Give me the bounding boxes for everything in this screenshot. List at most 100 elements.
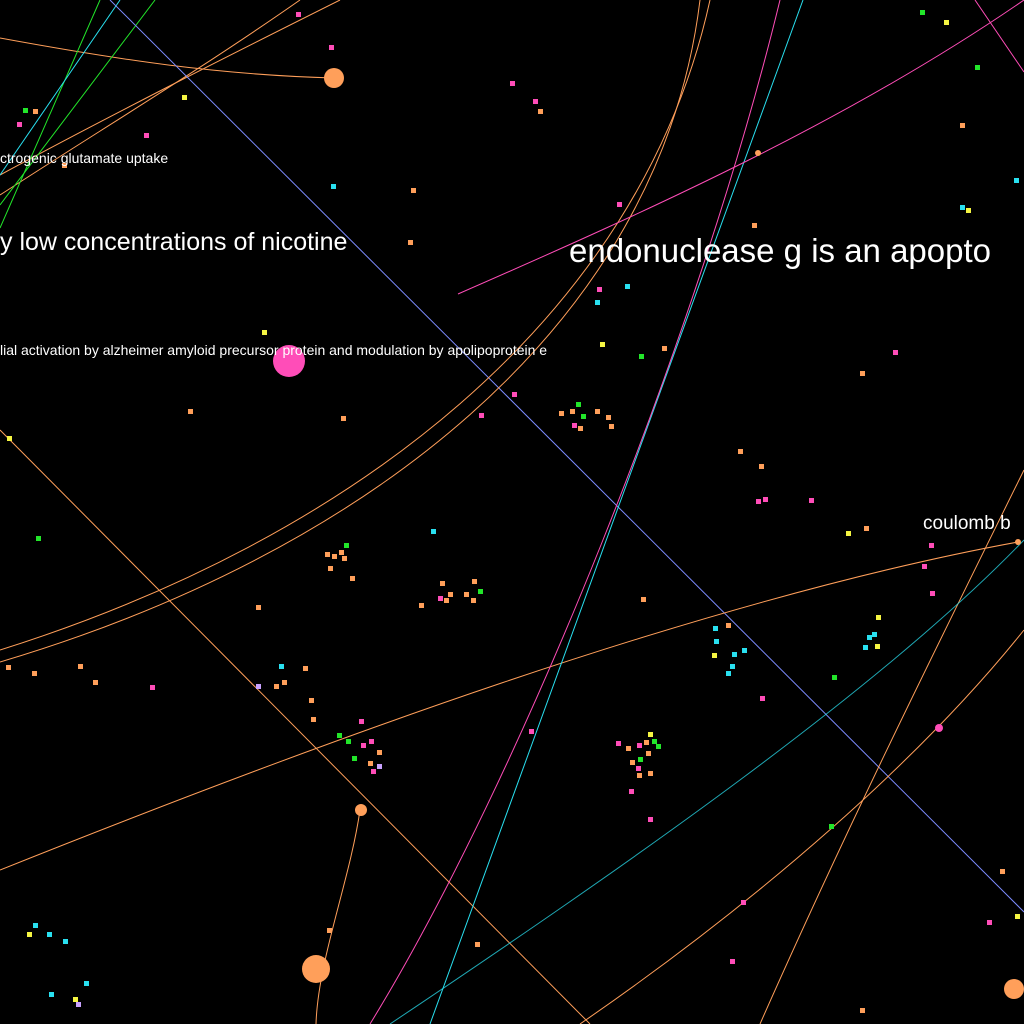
graph-node[interactable]	[860, 371, 865, 376]
graph-node[interactable]	[606, 415, 611, 420]
graph-node[interactable]	[714, 639, 719, 644]
graph-node[interactable]	[93, 680, 98, 685]
graph-node[interactable]	[73, 997, 78, 1002]
graph-node[interactable]	[368, 761, 373, 766]
graph-node[interactable]	[929, 543, 934, 548]
graph-node[interactable]	[966, 208, 971, 213]
graph-node[interactable]	[344, 543, 349, 548]
graph-node[interactable]	[726, 623, 731, 628]
graph-node-large[interactable]	[273, 345, 305, 377]
graph-node[interactable]	[752, 223, 757, 228]
graph-node[interactable]	[630, 760, 635, 765]
graph-node[interactable]	[738, 449, 743, 454]
graph-node[interactable]	[713, 626, 718, 631]
graph-node[interactable]	[84, 981, 89, 986]
graph-node[interactable]	[36, 536, 41, 541]
graph-node[interactable]	[617, 202, 622, 207]
graph-node[interactable]	[648, 732, 653, 737]
graph-node[interactable]	[893, 350, 898, 355]
graph-node[interactable]	[570, 409, 575, 414]
graph-node[interactable]	[47, 932, 52, 937]
graph-node[interactable]	[328, 566, 333, 571]
graph-node[interactable]	[32, 671, 37, 676]
graph-node[interactable]	[339, 550, 344, 555]
graph-node[interactable]	[33, 923, 38, 928]
graph-node[interactable]	[646, 751, 651, 756]
graph-node[interactable]	[597, 287, 602, 292]
graph-node[interactable]	[1015, 914, 1020, 919]
graph-node-large[interactable]	[302, 955, 330, 983]
graph-node[interactable]	[809, 498, 814, 503]
graph-node-medium[interactable]	[355, 804, 367, 816]
graph-node[interactable]	[763, 497, 768, 502]
graph-node[interactable]	[144, 133, 149, 138]
graph-node-large[interactable]	[324, 68, 344, 88]
graph-node[interactable]	[472, 579, 477, 584]
graph-node[interactable]	[341, 416, 346, 421]
graph-node[interactable]	[309, 698, 314, 703]
graph-node[interactable]	[325, 552, 330, 557]
graph-node[interactable]	[741, 900, 746, 905]
graph-node[interactable]	[282, 680, 287, 685]
graph-node[interactable]	[987, 920, 992, 925]
graph-node[interactable]	[408, 240, 413, 245]
graph-node[interactable]	[875, 644, 880, 649]
graph-node[interactable]	[712, 653, 717, 658]
graph-node[interactable]	[479, 413, 484, 418]
graph-node[interactable]	[636, 766, 641, 771]
graph-node[interactable]	[76, 1002, 81, 1007]
graph-node[interactable]	[609, 424, 614, 429]
graph-node-large[interactable]	[1004, 979, 1024, 999]
graph-node[interactable]	[471, 598, 476, 603]
graph-node[interactable]	[329, 45, 334, 50]
graph-node[interactable]	[641, 597, 646, 602]
graph-node[interactable]	[464, 592, 469, 597]
graph-node[interactable]	[578, 426, 583, 431]
graph-node[interactable]	[960, 205, 965, 210]
graph-node[interactable]	[296, 12, 301, 17]
graph-node[interactable]	[656, 744, 661, 749]
graph-node[interactable]	[377, 750, 382, 755]
graph-node[interactable]	[369, 739, 374, 744]
graph-node[interactable]	[726, 671, 731, 676]
graph-node[interactable]	[876, 615, 881, 620]
graph-node[interactable]	[538, 109, 543, 114]
graph-node[interactable]	[274, 684, 279, 689]
graph-node-medium[interactable]	[755, 150, 761, 156]
graph-node[interactable]	[350, 576, 355, 581]
graph-node[interactable]	[27, 932, 32, 937]
graph-node[interactable]	[920, 10, 925, 15]
graph-node[interactable]	[867, 635, 872, 640]
graph-node[interactable]	[6, 665, 11, 670]
graph-node[interactable]	[512, 392, 517, 397]
graph-node[interactable]	[944, 20, 949, 25]
graph-node[interactable]	[33, 109, 38, 114]
graph-node[interactable]	[279, 664, 284, 669]
graph-node[interactable]	[533, 99, 538, 104]
graph-node[interactable]	[332, 554, 337, 559]
graph-node[interactable]	[863, 645, 868, 650]
graph-node[interactable]	[62, 163, 67, 168]
graph-node[interactable]	[510, 81, 515, 86]
graph-node[interactable]	[346, 739, 351, 744]
graph-node[interactable]	[352, 756, 357, 761]
graph-node[interactable]	[7, 436, 12, 441]
graph-node[interactable]	[576, 402, 581, 407]
graph-node[interactable]	[639, 354, 644, 359]
graph-node[interactable]	[431, 529, 436, 534]
graph-node[interactable]	[150, 685, 155, 690]
graph-node[interactable]	[478, 589, 483, 594]
graph-node[interactable]	[17, 122, 22, 127]
graph-node[interactable]	[327, 928, 332, 933]
graph-node[interactable]	[371, 769, 376, 774]
graph-node-medium[interactable]	[1015, 539, 1021, 545]
graph-node-medium[interactable]	[935, 724, 943, 732]
graph-node[interactable]	[256, 684, 261, 689]
graph-node[interactable]	[311, 717, 316, 722]
graph-node[interactable]	[732, 652, 737, 657]
graph-node[interactable]	[377, 764, 382, 769]
graph-node[interactable]	[742, 648, 747, 653]
graph-node[interactable]	[595, 300, 600, 305]
graph-node[interactable]	[559, 411, 564, 416]
